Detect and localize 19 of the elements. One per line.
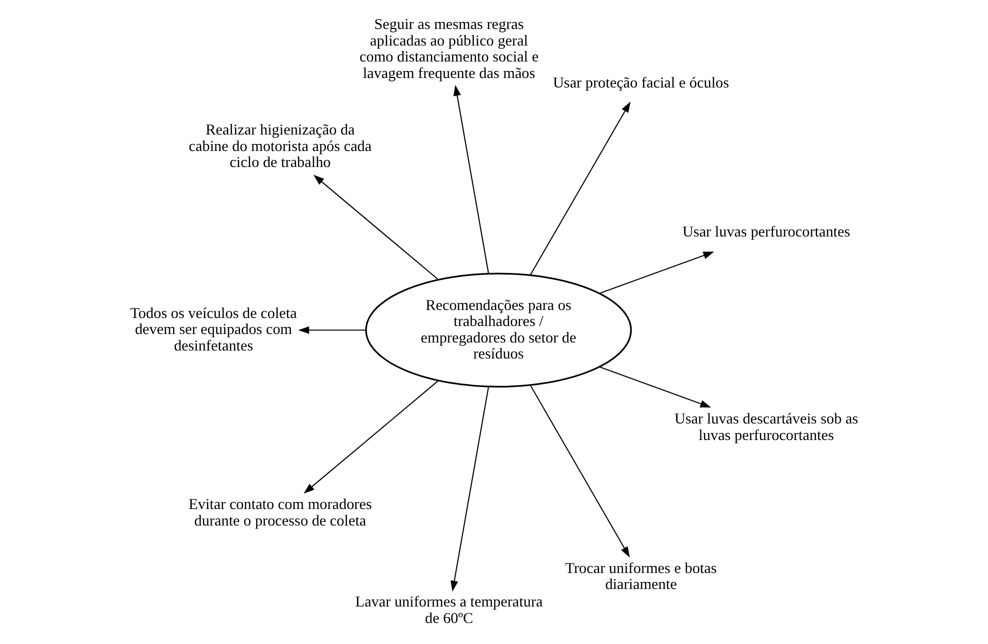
node-text: Usar luvas perfurocortantes <box>682 224 850 241</box>
arrow <box>450 386 490 592</box>
arrow <box>313 174 438 280</box>
arrow <box>453 84 490 274</box>
arrow <box>600 252 714 294</box>
node-text: Evitar contato com moradores durante o processo de coleta <box>188 496 372 530</box>
node-text: Trocar uniformes e botas diariamente <box>565 560 717 594</box>
node-text: Seguir as mesmas regras aplicadas ao público geral como distanciamento social e lavagem frequente das mãos <box>360 16 539 82</box>
node-text: Todos os veículos de coleta devem ser equipados com desinfetantes <box>130 304 297 354</box>
node-text: Usar proteção facial e óculos <box>552 74 730 92</box>
arrow <box>304 380 438 494</box>
node-text: Usar luvas descartáveis sob as luvas perfurocortantes <box>674 410 858 444</box>
arrow <box>298 326 366 334</box>
node-text: Realizar higienização da cabine do motorista após cada ciclo de trabalho <box>188 122 372 172</box>
arrow <box>600 366 712 408</box>
arrow <box>530 385 630 558</box>
node-text: Lavar uniformes a temperatura de 60ºC <box>355 594 543 627</box>
arrow <box>530 102 630 276</box>
node-ellipse: Recomendações para os trabalhadores / empregadores do setor de resíduos <box>365 272 632 388</box>
